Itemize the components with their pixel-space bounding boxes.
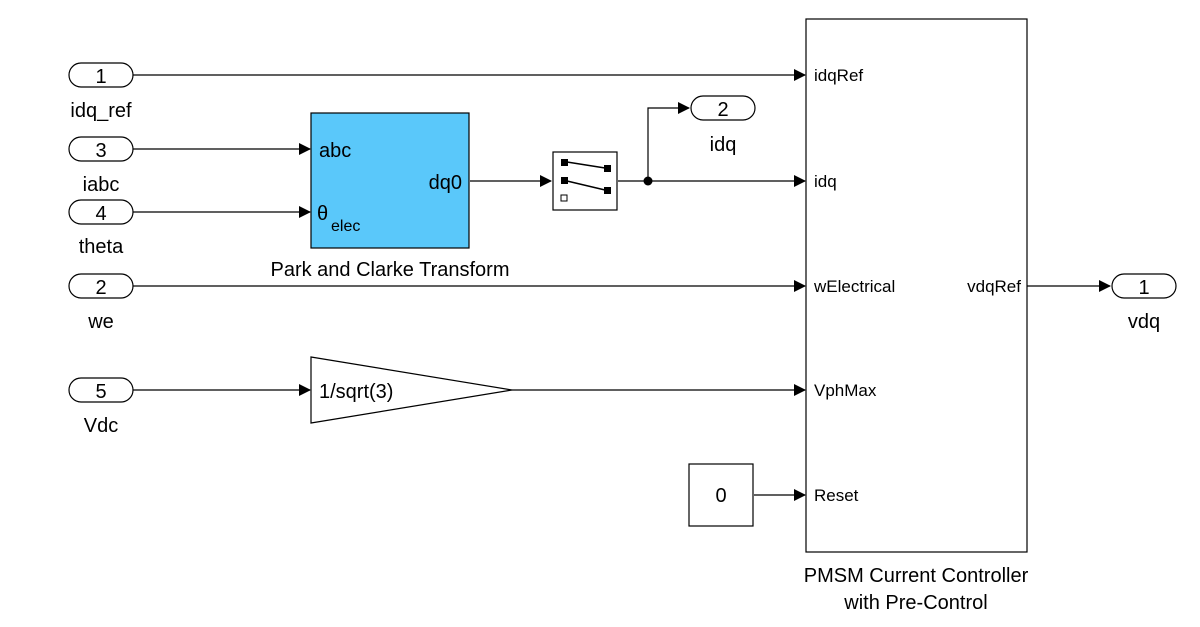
inport-idq-ref[interactable]: 1 idq_ref [68, 62, 134, 122]
port-theta-label: θ [317, 203, 328, 225]
inport-number: 5 [95, 381, 106, 403]
port-vdqref-label: vdqRef [967, 277, 1021, 296]
outport-label: idq [710, 134, 737, 156]
block-name-line1: PMSM Current Controller [804, 565, 1029, 587]
outport-number: 1 [1138, 277, 1149, 299]
branch-point [643, 176, 653, 186]
port-idqref-label: idqRef [814, 66, 863, 85]
inport-label: we [87, 311, 114, 333]
park-clarke-transform-block[interactable]: abc θ elec dq0 Park and Clarke Transform [271, 112, 510, 281]
constant-value: 0 [715, 485, 726, 507]
inport-number: 1 [95, 66, 106, 88]
port-theta-subscript: elec [331, 218, 360, 235]
gain-value: 1/sqrt(3) [319, 381, 393, 403]
gain-block[interactable]: 1/sqrt(3) [310, 356, 513, 424]
port-idq-label: idq [814, 172, 837, 191]
outport-idq[interactable]: 2 idq [690, 95, 756, 156]
inport-label: theta [79, 236, 124, 258]
port-welectrical-label: wElectrical [813, 277, 895, 296]
inport-number: 4 [95, 203, 106, 225]
inport-iabc[interactable]: 3 iabc [68, 136, 134, 196]
outport-number: 2 [717, 99, 728, 121]
inport-label: Vdc [84, 415, 118, 437]
line-branch-to-outport-idq[interactable] [647, 102, 690, 181]
block-name-label: Park and Clarke Transform [271, 259, 510, 281]
port-abc-label: abc [319, 140, 351, 162]
inport-number: 2 [95, 277, 106, 299]
inport-label: idq_ref [70, 100, 132, 122]
inport-number: 3 [95, 140, 106, 162]
port-dq0-label: dq0 [429, 172, 462, 194]
inport-we[interactable]: 2 we [68, 273, 134, 333]
block-name-line2: with Pre-Control [843, 592, 987, 614]
inport-theta[interactable]: 4 theta [68, 199, 134, 258]
signal-lines [133, 69, 1111, 501]
outport-label: vdq [1128, 311, 1160, 333]
switch-block[interactable] [552, 151, 618, 211]
port-reset-label: Reset [814, 486, 859, 505]
port-vphmax-label: VphMax [814, 381, 877, 400]
switch-icon [560, 159, 611, 202]
inport-vdc[interactable]: 5 Vdc [68, 377, 134, 437]
constant-block[interactable]: 0 [688, 463, 754, 527]
outport-vdq[interactable]: 1 vdq [1111, 273, 1177, 333]
pmsm-current-controller-block[interactable]: idqRef idq wElectrical VphMax Reset vdqR… [804, 18, 1029, 614]
inport-label: iabc [83, 174, 120, 196]
